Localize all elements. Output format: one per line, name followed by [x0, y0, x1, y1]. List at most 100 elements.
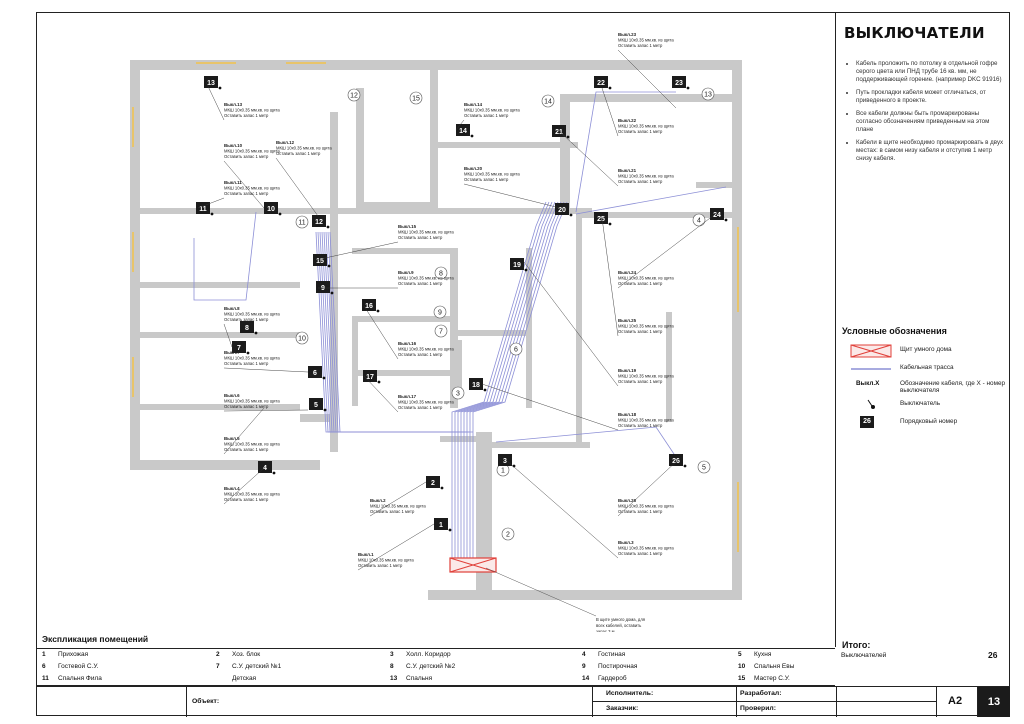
cable-route — [469, 201, 565, 568]
reserve-note: Оставить запас 1 метр — [398, 281, 443, 286]
wall — [570, 94, 732, 102]
room-number: 11 — [42, 675, 49, 682]
reserve-note: Оставить запас 1 метр — [464, 113, 509, 118]
total-title: Итого: — [842, 640, 871, 650]
cable-spec: МКШ 10x0.35 мм.кв. из щита — [224, 149, 280, 154]
wall — [130, 460, 310, 470]
sequence-badge-number: 4 — [263, 465, 267, 472]
leader-line — [197, 197, 225, 209]
leader-line — [363, 305, 399, 360]
room-number: 5 — [702, 465, 706, 472]
cable-route — [329, 231, 473, 433]
leader-line — [223, 409, 309, 412]
room-number: 7 — [216, 663, 220, 670]
checked-label: Проверил: — [740, 705, 776, 712]
sequence-badge-number: 25 — [597, 216, 605, 223]
sequence-badge-number: 18 — [472, 382, 480, 389]
sequence-badge — [264, 202, 278, 214]
sequence-badge-number: 21 — [555, 129, 563, 136]
room-number: 2 — [216, 651, 220, 658]
switch-label: Выкл.23 — [618, 32, 637, 37]
cable-spec: МКШ 10x0.35 мм.кв. из щита — [224, 108, 280, 113]
switch-label: Выкл.26 — [618, 498, 637, 503]
panel-note-text: запас 3 м. — [596, 629, 616, 632]
room-number: 1 — [42, 651, 46, 658]
leader-line — [617, 211, 719, 289]
leader-line — [369, 481, 427, 517]
room-number: 14 — [582, 675, 590, 682]
room-name: Спальня Евы — [754, 663, 795, 670]
legend-title: Условные обозначения — [842, 326, 947, 336]
reserve-note: Оставить запас 1 метр — [618, 551, 663, 556]
room-number: 9 — [438, 310, 442, 317]
switch-label: Выкл.14 — [464, 102, 483, 107]
reserve-note: Оставить запас 1 метр — [358, 563, 403, 568]
room-number: 1 — [501, 468, 505, 475]
total-row: Выключателей 26 — [841, 650, 998, 660]
sheet-number: 13 — [978, 687, 1010, 717]
wall — [490, 442, 590, 448]
developed-label: Разработал: — [740, 690, 782, 697]
leader-line — [481, 383, 619, 431]
sequence-badge-number: 19 — [513, 262, 521, 269]
room-name: Спальня — [406, 675, 433, 682]
switch-symbol — [608, 86, 612, 90]
room-number: 3 — [456, 391, 460, 398]
switch-symbol — [218, 86, 222, 90]
cable-spec: МКШ 10x0.35 мм.кв. из щита — [618, 38, 674, 43]
leader-line — [315, 241, 399, 261]
switch-symbol — [608, 222, 612, 226]
wall — [696, 182, 738, 188]
sequence-badge-number: 5 — [314, 402, 318, 409]
cable-spec: МКШ 10x0.35 мм.кв. из щита — [224, 399, 280, 404]
switch-symbol — [330, 291, 334, 295]
leader-line — [223, 407, 265, 455]
reserve-note: Оставить запас 1 метр — [398, 352, 443, 357]
leader-line — [505, 459, 619, 559]
object-label: Объект: — [192, 698, 220, 705]
panel-icon — [850, 344, 892, 358]
switch-symbol — [683, 464, 687, 468]
note-item: Путь прокладки кабеля может отличаться, … — [856, 89, 1005, 105]
reserve-note: Оставить запас 1 метр — [618, 43, 663, 48]
room-number: 4 — [582, 651, 586, 658]
switch-label: Выкл.18 — [618, 412, 637, 417]
sequence-badge-number: 8 — [245, 325, 249, 332]
wall — [352, 370, 452, 376]
switch-label: Выкл.3 — [618, 540, 634, 545]
sequence-badge — [710, 208, 724, 220]
wall — [576, 212, 736, 218]
switch-symbol — [272, 471, 276, 475]
sequence-badge-number: 17 — [366, 374, 374, 381]
explication-title: Экспликация помещений — [42, 634, 149, 644]
switch-symbol — [246, 351, 250, 355]
leader-line — [523, 261, 619, 387]
room-name: Прихожая — [58, 651, 89, 658]
switch-label: Выкл.11 — [224, 180, 242, 185]
sequence-badge-number: 9 — [321, 285, 325, 292]
reserve-note: Оставить запас 1 метр — [370, 509, 415, 514]
reserve-note: Оставить запас 1 метр — [618, 179, 663, 184]
leader-line — [223, 323, 233, 348]
reserve-note: Оставить запас 1 метр — [224, 447, 269, 452]
reserve-note: Оставить запас 1 метр — [398, 405, 443, 410]
room-marker — [347, 88, 361, 102]
note-item: Все кабели должны быть промаркированы со… — [856, 110, 1005, 134]
room-number: 15 — [412, 96, 420, 103]
cable-route — [575, 91, 676, 213]
room-marker — [295, 215, 309, 229]
room-marker — [697, 460, 711, 474]
room-number: 15 — [738, 675, 746, 682]
sequence-badge-number: 6 — [313, 370, 317, 377]
wall — [428, 590, 742, 600]
cable-spec: МКШ 10x0.35 мм.кв. из щита — [224, 442, 280, 447]
cable-route — [193, 211, 257, 301]
room-number: 10 — [298, 336, 306, 343]
sequence-badge-number: 13 — [207, 80, 215, 87]
reserve-note: Оставить запас 1 метр — [224, 497, 269, 502]
reserve-note: Оставить запас 1 метр — [398, 235, 443, 240]
switch-label: Выкл.7 — [224, 350, 240, 355]
wall — [140, 332, 300, 338]
note-item: Кабели в щите необходимо промаркировать … — [856, 139, 1005, 163]
